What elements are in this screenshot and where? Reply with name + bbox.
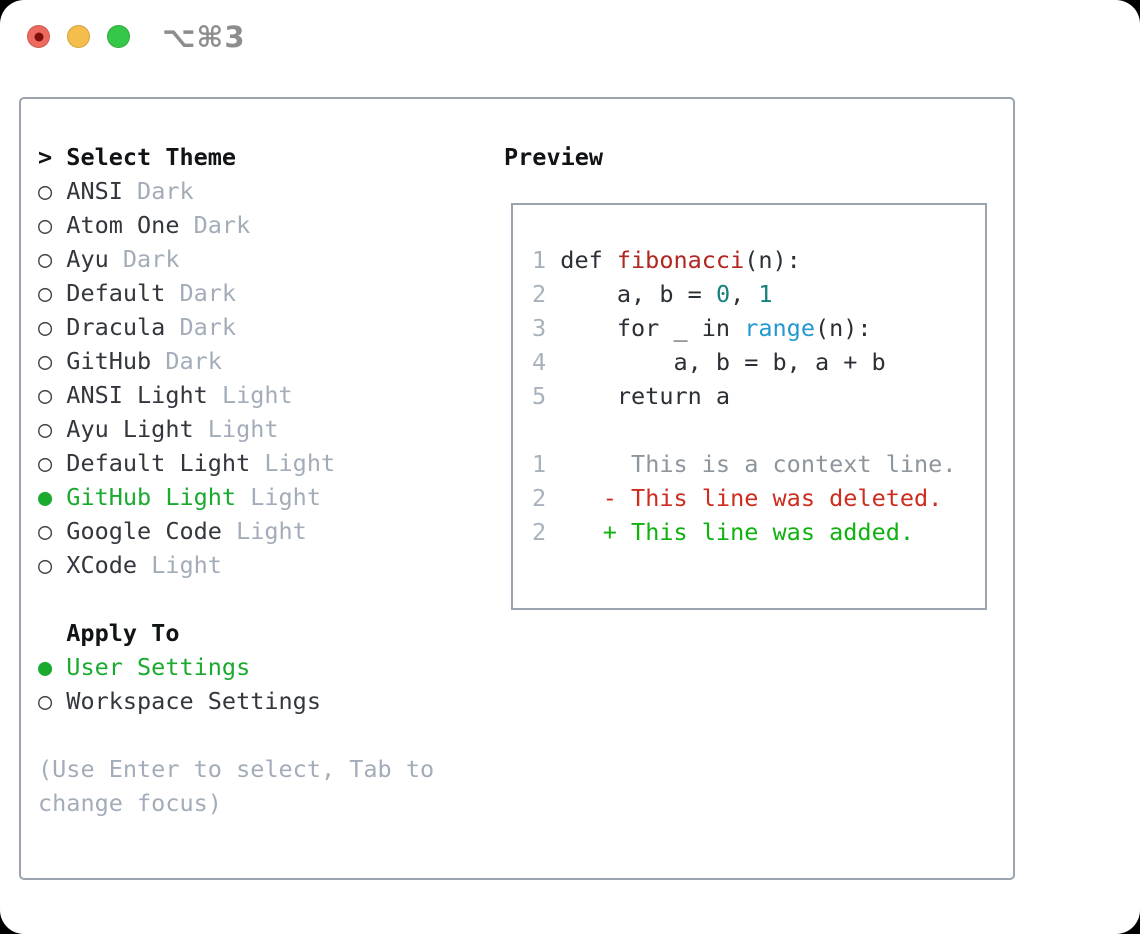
keyboard-hint: (Use Enter to select, Tab to change focu… <box>38 755 449 817</box>
select-theme-header: > Select Theme <box>38 140 448 174</box>
preview-box: 1 def fibonacci(n): 2 a, b = 0, 1 3 for _ … <box>511 203 987 610</box>
diff-text: - This line was deleted. <box>546 484 943 512</box>
apply-option-workspace-settings[interactable]: ○ Workspace Settings <box>38 684 448 718</box>
theme-option-ansi[interactable]: ○ ANSI Dark <box>38 174 448 208</box>
apply-to-header: Apply To <box>66 619 180 647</box>
code-line: 1 def fibonacci(n): <box>532 246 801 274</box>
theme-option-ayu[interactable]: ○ Ayu Dark <box>38 242 448 276</box>
theme-option-dracula[interactable]: ○ Dracula Dark <box>38 310 448 344</box>
theme-option-xcode[interactable]: ○ XCode Light <box>38 548 448 582</box>
option-label: Default Light <box>66 449 265 477</box>
theme-option-github-light[interactable]: ● GitHub Light Light <box>38 480 448 514</box>
diff-text: This is a context line. <box>546 450 957 478</box>
diff-line-del: 2 - This line was deleted. <box>532 481 956 515</box>
radio-unselected-icon: ○ <box>38 381 67 409</box>
theme-picker-panel: >Select Theme ○ ANSI Dark○ Atom One Dark… <box>19 97 1015 880</box>
variant-badge: Dark <box>137 177 194 205</box>
line-number: 1 <box>532 246 561 274</box>
option-label: Ayu Light <box>66 415 208 443</box>
radio-unselected-icon: ○ <box>38 517 67 545</box>
code-line: 4 a, b = b, a + b <box>532 348 886 376</box>
line-number: 2 <box>532 484 547 512</box>
code-line: 5 return a <box>532 382 731 410</box>
theme-option-atom-one[interactable]: ○ Atom One Dark <box>38 208 448 242</box>
apply-option-user-settings[interactable]: ● User Settings <box>38 650 448 684</box>
variant-badge: Dark <box>122 245 180 273</box>
option-label: ANSI <box>66 177 138 205</box>
option-label: User Settings <box>66 653 251 681</box>
line-number: 2 <box>532 280 561 308</box>
code-line: 2 a, b = 0, 1 <box>532 280 773 308</box>
variant-badge: Dark <box>193 211 251 239</box>
apply-options: ● User Settings○ Workspace Settings <box>38 650 448 718</box>
preview-label: Preview <box>504 143 604 171</box>
minimize-button[interactable] <box>67 25 90 48</box>
option-label: XCode <box>66 551 152 579</box>
zoom-button[interactable] <box>107 25 130 48</box>
radio-unselected-icon: ○ <box>38 279 67 307</box>
theme-option-ayu-light[interactable]: ○ Ayu Light Light <box>38 412 448 446</box>
theme-list: ○ ANSI Dark○ Atom One Dark○ Ayu Dark○ De… <box>38 174 448 582</box>
radio-unselected-icon: ○ <box>38 449 67 477</box>
variant-badge: Dark <box>165 347 222 375</box>
radio-selected-icon: ● <box>38 653 67 681</box>
option-label: Default <box>66 279 180 307</box>
radio-unselected-icon: ○ <box>38 313 67 341</box>
option-label: GitHub Light <box>66 483 251 511</box>
prompt-icon: > <box>38 143 53 171</box>
option-label: Google Code <box>66 517 237 545</box>
option-label: Workspace Settings <box>66 687 321 715</box>
code-line: 3 for _ in range(n): <box>532 314 872 342</box>
option-label: Ayu <box>66 245 123 273</box>
diff-line-context: 1 This is a context line. <box>532 447 956 481</box>
variant-badge: Light <box>264 449 336 477</box>
traffic-lights <box>27 25 130 48</box>
variant-badge: Dark <box>179 313 237 341</box>
theme-option-ansi-light[interactable]: ○ ANSI Light Light <box>38 378 448 412</box>
radio-unselected-icon: ○ <box>38 347 67 375</box>
window-title: ⌥⌘3 <box>162 20 246 54</box>
diff-line-add: 2 + This line was added. <box>532 515 956 549</box>
theme-option-default[interactable]: ○ Default Dark <box>38 276 448 310</box>
select-theme-label: Select Theme <box>66 143 237 171</box>
option-label: ANSI Light <box>66 381 222 409</box>
line-number: 1 <box>532 450 547 478</box>
variant-badge: Light <box>207 415 279 443</box>
theme-option-google-code[interactable]: ○ Google Code Light <box>38 514 448 548</box>
variant-badge: Dark <box>179 279 237 307</box>
option-label: Atom One <box>66 211 194 239</box>
theme-option-github[interactable]: ○ GitHub Dark <box>38 344 448 378</box>
titlebar: ⌥⌘3 <box>0 0 1140 97</box>
variant-badge: Light <box>221 381 293 409</box>
diff-text: + This line was added. <box>546 518 915 546</box>
variant-badge: Light <box>236 517 307 545</box>
radio-unselected-icon: ○ <box>38 245 67 273</box>
theme-option-default-light[interactable]: ○ Default Light Light <box>38 446 448 480</box>
radio-unselected-icon: ○ <box>38 211 67 239</box>
option-label: GitHub <box>66 347 166 375</box>
radio-unselected-icon: ○ <box>38 687 67 715</box>
radio-unselected-icon: ○ <box>38 415 67 443</box>
preview-code: 1 def fibonacci(n): 2 a, b = 0, 1 3 for _ … <box>532 243 956 549</box>
close-button[interactable] <box>27 25 50 48</box>
radio-unselected-icon: ○ <box>38 177 67 205</box>
radio-unselected-icon: ○ <box>38 551 67 579</box>
blank-line <box>532 413 956 447</box>
option-label: Dracula <box>66 313 180 341</box>
theme-picker-left-column: >Select Theme ○ ANSI Dark○ Atom One Dark… <box>38 140 448 820</box>
line-number: 4 <box>532 348 561 376</box>
line-number: 3 <box>532 314 561 342</box>
variant-badge: Light <box>151 551 222 579</box>
variant-badge: Light <box>250 483 321 511</box>
radio-selected-icon: ● <box>38 483 67 511</box>
line-number: 5 <box>532 382 561 410</box>
line-number: 2 <box>532 518 547 546</box>
